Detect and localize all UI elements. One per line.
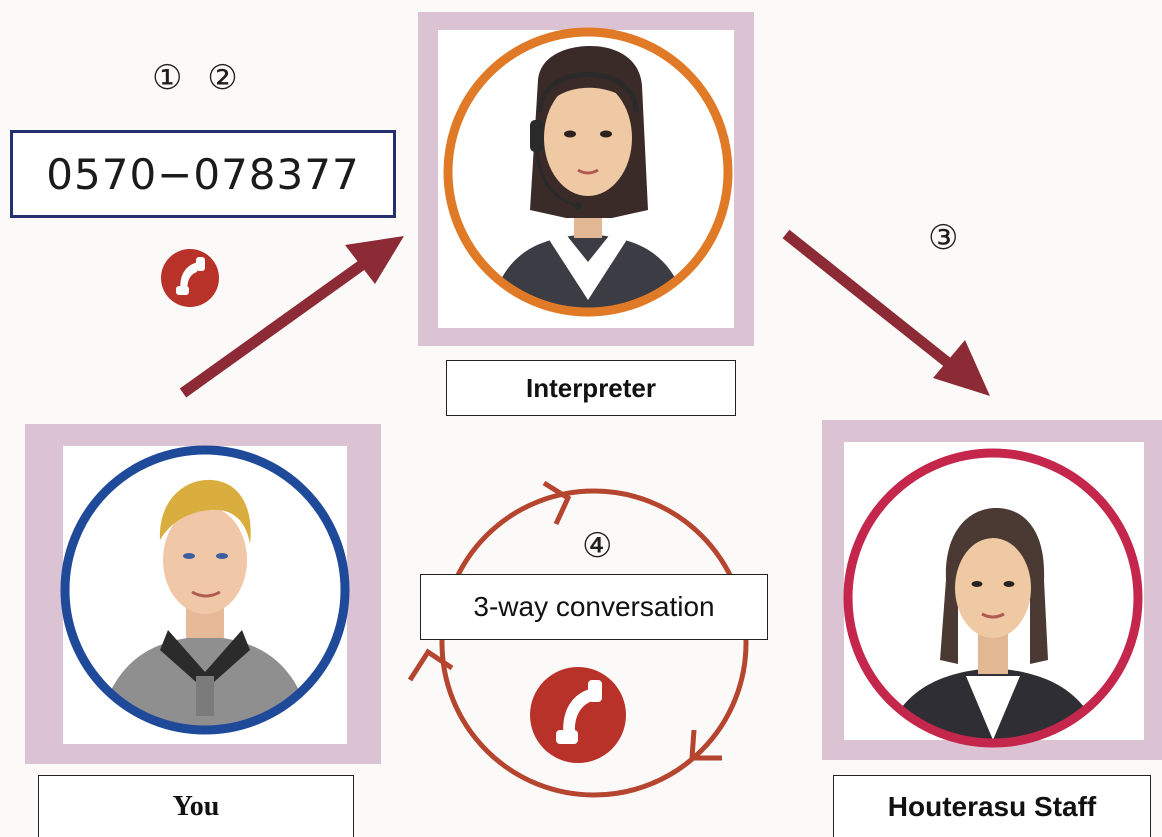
interpreter-label: Interpreter: [446, 360, 736, 416]
cycle-arrows: [407, 480, 749, 798]
staff-portrait: [843, 448, 1143, 748]
you-label: You: [38, 775, 354, 837]
staff-label-text: Houterasu Staff: [887, 790, 1097, 822]
arrow-interpreter-to-staff: [782, 229, 990, 396]
phone-number: 0570−078377: [46, 149, 360, 199]
conversation-label: 3-way conversation: [420, 574, 768, 640]
interpreter-label-text: Interpreter: [525, 372, 657, 403]
phone-icon: [161, 249, 219, 307]
phone-icon: [530, 667, 626, 763]
step-number-4: ④: [582, 526, 613, 566]
arrow-you-to-interpreter: [179, 236, 404, 398]
step-numbers-1-2: ① ②: [152, 58, 238, 98]
staff-label: Houterasu Staff: [833, 775, 1151, 837]
step-number-3: ③: [928, 218, 959, 258]
phone-number-box: 0570−078377: [10, 130, 396, 218]
you-label-text: You: [172, 790, 220, 822]
you-portrait: [60, 445, 350, 735]
interpreter-portrait: [443, 27, 733, 317]
conversation-label-text: 3-way conversation: [473, 591, 715, 622]
